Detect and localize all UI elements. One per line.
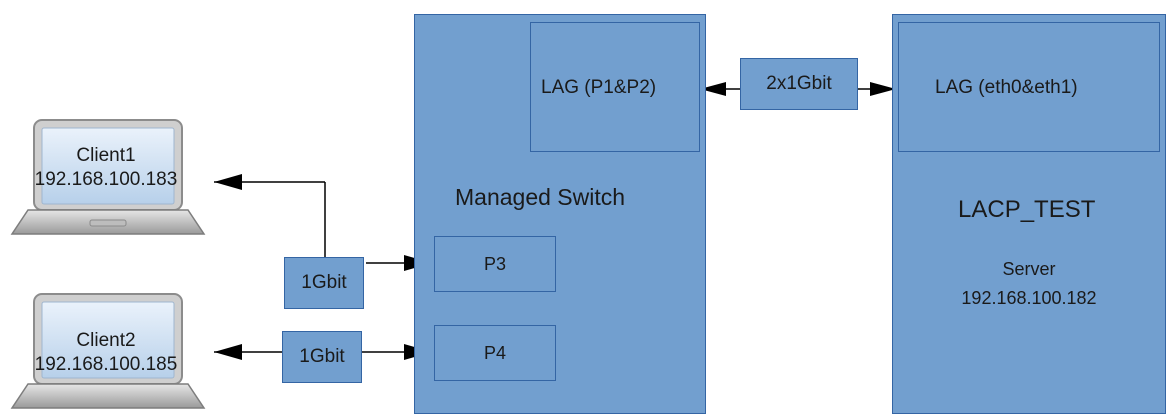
port-p4-label: P4 [483,342,507,363]
client1-arrowhead [214,174,242,190]
client1-ip: 192.168.100.183 [34,169,178,190]
client2-link-label: 1Gbit [299,346,345,367]
client1-link-box [284,257,364,309]
switch-title: Managed Switch [455,184,626,210]
lag-arrowhead-left [700,82,726,96]
client2-arrowhead [214,344,242,360]
lag-link-label: 2x1Gbit [766,73,832,94]
lag-link-box [740,58,858,110]
switch-lag-box [530,22,700,152]
laptop-icon [10,293,206,409]
lag-arrowhead-right [870,82,896,96]
port-p4-box [434,325,556,381]
server-role: Server [1002,258,1056,279]
connector-layer [214,82,896,360]
laptop-icon [10,119,206,235]
server-lag-label: LAG (eth0&eth1) [935,77,1078,98]
port-p3-box [434,236,556,292]
switch-lag-label: LAG (P1&P2) [541,77,657,98]
client2-link-box [282,331,362,383]
client1-name: Client1 [76,145,136,166]
server-ip: 192.168.100.182 [961,287,1097,308]
server-lag-box [898,22,1160,152]
port-p3-label: P3 [483,253,507,274]
client1-link-label: 1Gbit [301,272,347,293]
client2-name: Client2 [76,330,136,351]
client2-ip: 192.168.100.185 [34,354,178,375]
server-name: LACP_TEST [958,196,1096,223]
